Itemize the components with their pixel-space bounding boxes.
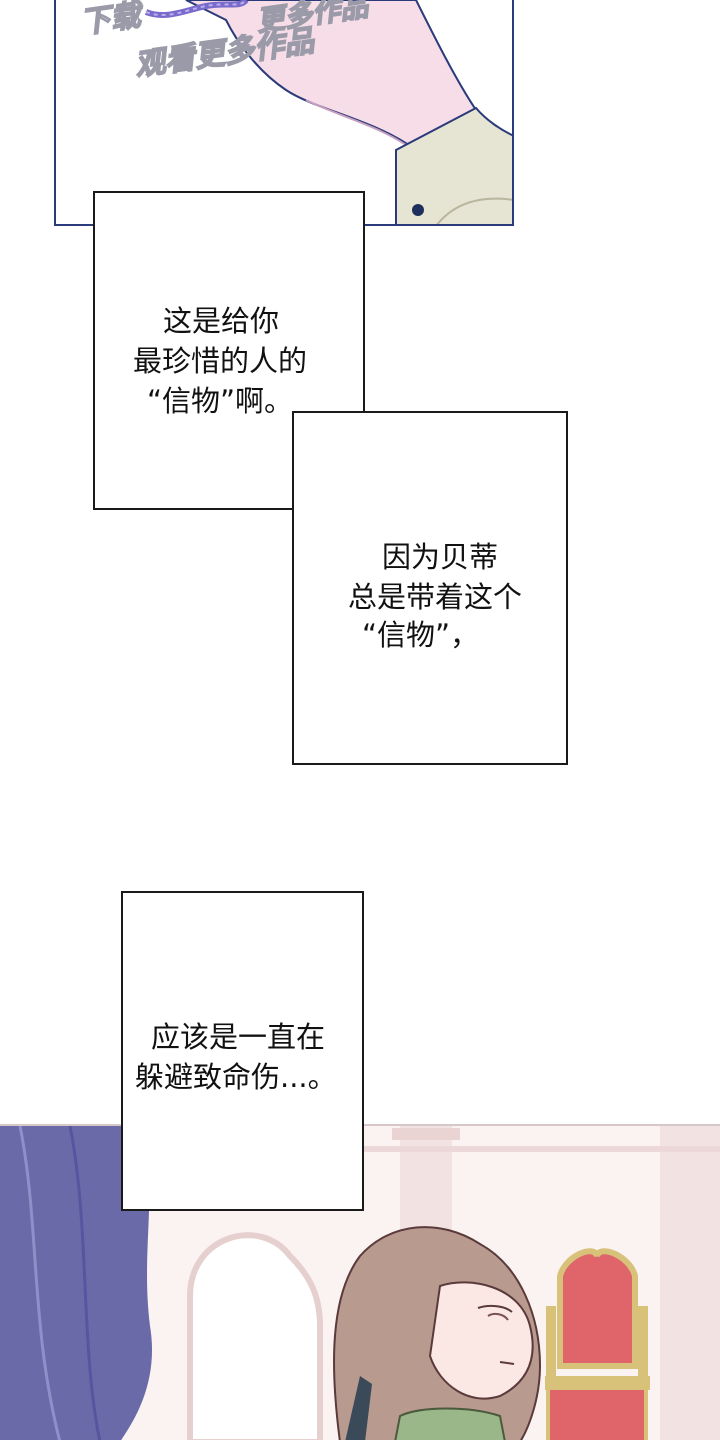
caption-3-line-2: 躲避致命伤...。 [135,1060,337,1094]
room-illustration [0,1126,720,1440]
chair-back [557,1248,638,1369]
caption-2-line-3: “信物”， [362,618,480,652]
sleeve-shape [395,106,512,224]
character-face [428,1281,534,1400]
caption-1-line-3: “信物”啊。 [147,384,294,418]
caption-3-line-1: 应该是一直在 [151,1020,326,1054]
caption-2-line-2: 总是带着这个 [348,580,523,614]
caption-2-line-1: 因为贝蒂 [382,540,499,574]
caption-box-2: 因为贝蒂 总是带着这个 “信物”， [292,411,568,765]
window-arch [187,1232,323,1440]
top-panel: 下载 更多作品 观看更多作品 [54,0,514,226]
cuff-button [412,204,424,216]
character-robe [394,1407,506,1440]
caption-box-3: 应该是一直在 躲避致命伤...。 [121,891,364,1211]
arm-shape [185,0,478,152]
hand-illustration [144,0,512,224]
caption-1-line-1: 这是给你 [163,304,280,338]
hair-ribbon [345,1376,372,1440]
bottom-panel [0,1124,720,1440]
caption-1-line-2: 最珍惜的人的 [133,344,308,378]
curtain-shape [0,1126,152,1440]
